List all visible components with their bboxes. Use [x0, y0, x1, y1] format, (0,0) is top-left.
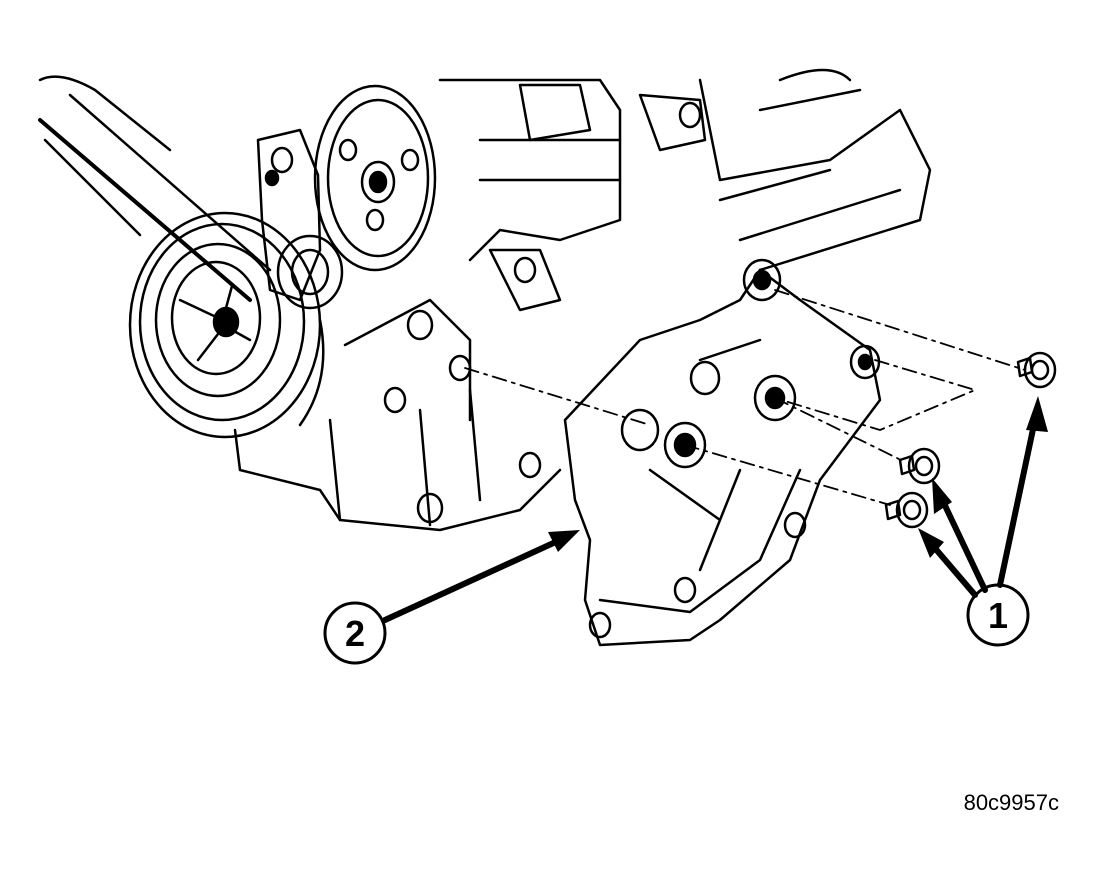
callout-1-badge [966, 583, 1030, 647]
mounting-bolts [884, 351, 1057, 529]
callout-2-badge [323, 601, 387, 665]
accessory-pulley [313, 84, 437, 272]
callout-1-label: 1 [988, 595, 1008, 636]
figure-id: 80c9957c [963, 790, 1059, 815]
bolt-lower [884, 491, 929, 529]
lower-engine-block [233, 248, 562, 532]
bolt-alignment-lines [464, 289, 1026, 506]
bolt-middle [898, 447, 941, 485]
accessory-bracket [563, 258, 882, 647]
bolt-upper [1016, 351, 1057, 389]
arrow-2 [382, 537, 563, 623]
drive-belt [38, 75, 272, 302]
crankshaft-pulley [128, 211, 325, 439]
arrow-1-middle [937, 492, 988, 593]
arrow-1-upper [997, 412, 1039, 588]
callout-2-label: 2 [345, 613, 365, 654]
callout-arrows [382, 412, 1039, 623]
engine-block-upper [438, 68, 932, 272]
belt-tensioner [256, 128, 344, 310]
